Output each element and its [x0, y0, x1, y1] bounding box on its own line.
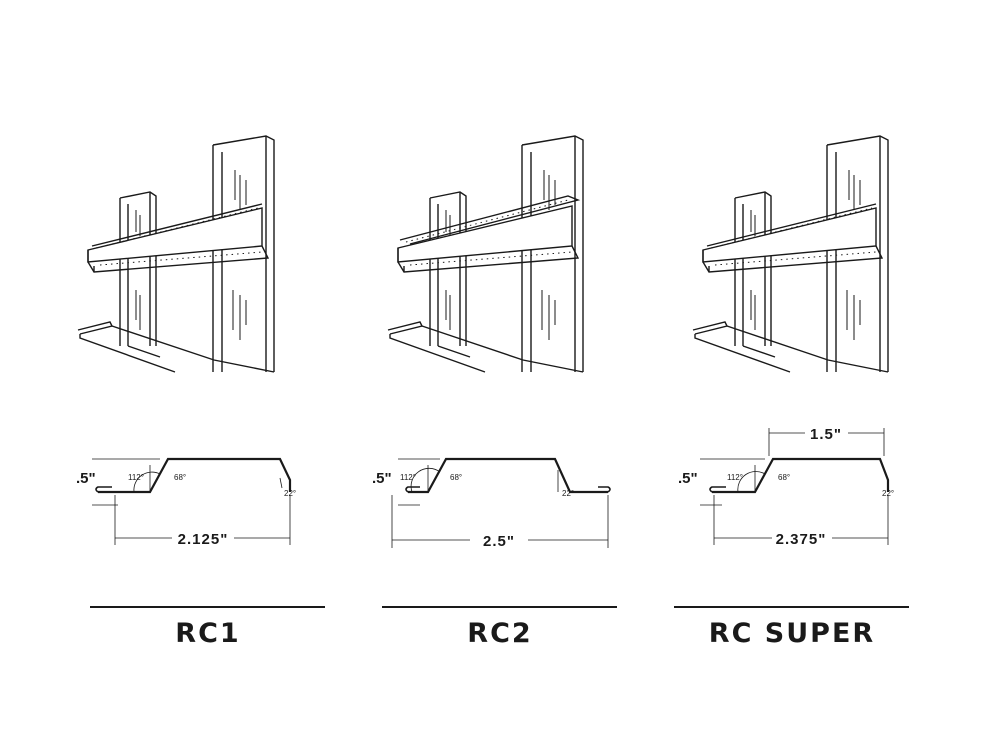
rc2-height-label: .5"	[372, 470, 392, 487]
rc2-angle-right: 68°	[450, 473, 462, 482]
rc1-width-label: 2.125"	[178, 531, 229, 548]
rc1-height-label: .5"	[76, 470, 96, 487]
rc-super-title: RC SUPER	[708, 618, 876, 649]
rc2-angle-lip: 22°	[562, 489, 574, 498]
rc2-profile: .5" 112° 68° 22° 2.5"	[372, 457, 611, 550]
rc1-angle-right: 68°	[174, 473, 186, 482]
rc-super-height-label: .5"	[678, 470, 698, 487]
rc2-isometric-illustration	[387, 135, 584, 373]
rc-super-profile: 1.5" .5" 112° 68° 22° 2.375"	[678, 426, 894, 548]
rc-super-angle-right: 68°	[778, 473, 790, 482]
rc-super-angle-lip: 22°	[882, 489, 894, 498]
rc2-title: RC2	[467, 618, 533, 649]
rc1-angle-left: 112°	[128, 473, 144, 482]
rc1-angle-lip: 22°	[284, 489, 296, 498]
rc-super-width-label: 2.375"	[776, 531, 827, 548]
rc1-profile: .5" 112° 68° 22° 2.125"	[76, 457, 296, 548]
rc-super-divider	[674, 606, 909, 608]
rc-super-top-label: 1.5"	[810, 426, 842, 443]
rc1-title: RC1	[175, 618, 241, 649]
rc-super-isometric-illustration	[692, 135, 889, 373]
rc2-divider	[382, 606, 617, 608]
rc2-width-label: 2.5"	[483, 533, 515, 550]
rc1-isometric-illustration	[77, 135, 275, 373]
rc-super-angle-left: 112°	[727, 473, 743, 482]
rc1-divider	[90, 606, 325, 608]
rc2-angle-left: 112°	[400, 473, 416, 482]
